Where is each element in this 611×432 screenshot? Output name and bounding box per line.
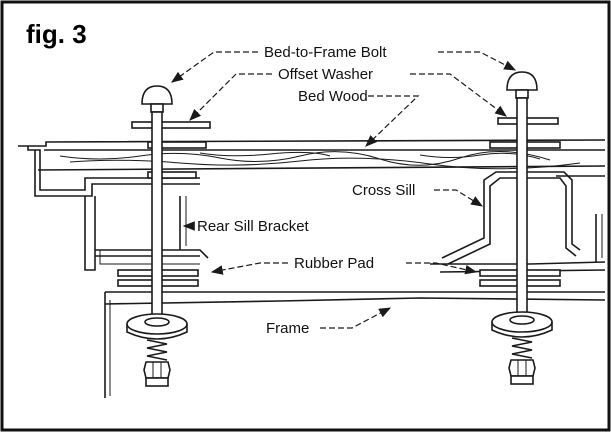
label-cross-sill: Cross Sill [352, 182, 415, 199]
left-bolt-head [141, 85, 173, 105]
rear-sill-bracket [27, 146, 209, 271]
leader-cross-sill [434, 189, 484, 207]
left-bolt-neck [150, 103, 164, 113]
right-bolt-shaft [516, 97, 528, 331]
right-nut [508, 359, 536, 377]
right-spring [511, 337, 533, 359]
leader-rubber-pad-left [210, 262, 288, 275]
leader-bolt-right [438, 51, 517, 71]
label-bed-wood: Bed Wood [298, 88, 368, 105]
label-bed-to-frame-bolt: Bed-to-Frame Bolt [264, 44, 387, 61]
leader-washer-left [189, 73, 272, 121]
label-rubber-pad: Rubber Pad [294, 255, 374, 272]
cross-sill [430, 171, 606, 273]
leader-bed-wood [365, 95, 420, 147]
left-bolt-shaft [151, 111, 163, 333]
figure-title: fig. 3 [26, 19, 87, 49]
left-spring [146, 339, 168, 361]
leader-washer-right [410, 73, 507, 117]
label-frame: Frame [266, 320, 309, 337]
label-rear-sill-bracket: Rear Sill Bracket [197, 218, 310, 235]
left-bolt-assembly [117, 85, 211, 387]
left-offset-washer [131, 121, 211, 129]
label-offset-washer: Offset Washer [278, 66, 373, 83]
right-bolt-head [506, 71, 538, 91]
leader-rubber-pad-right [406, 262, 478, 275]
leader-bolt-left [171, 51, 258, 83]
right-bolt-assembly [479, 71, 561, 385]
left-nut [143, 361, 171, 379]
leader-frame [320, 307, 392, 329]
right-offset-washer [497, 117, 559, 125]
bed-wood [18, 139, 606, 171]
